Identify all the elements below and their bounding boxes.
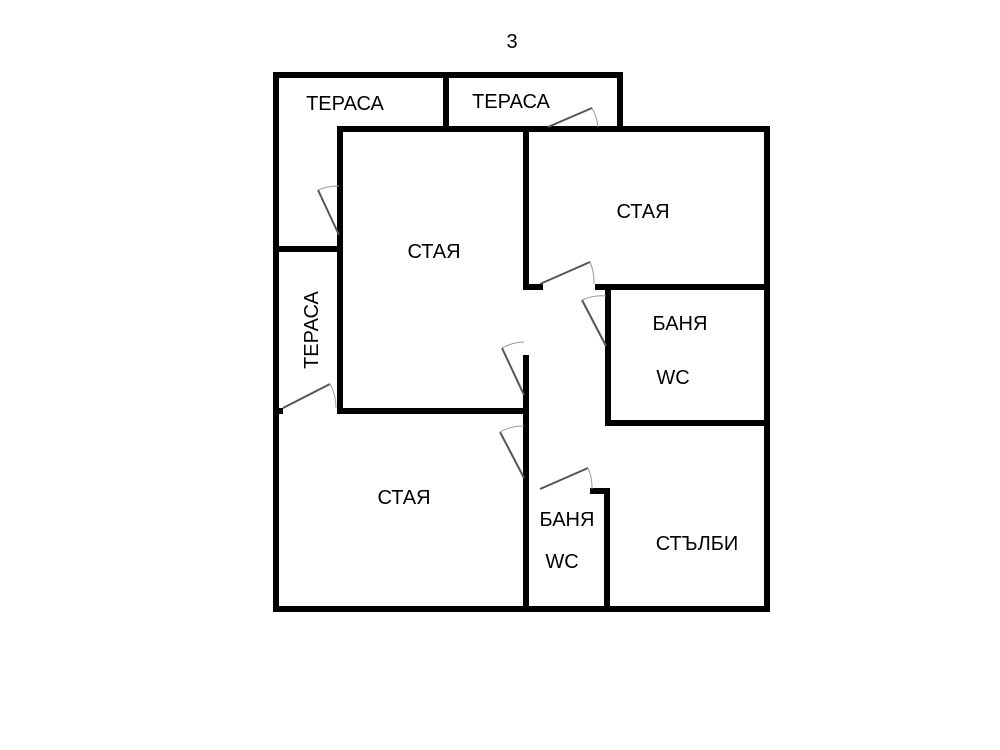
wall-terrace-divider-top xyxy=(443,72,449,128)
wall-center-left xyxy=(337,126,343,414)
wall-terrace-left-bottom xyxy=(273,408,283,414)
walls xyxy=(273,72,770,612)
wall-room-right-bottom-left xyxy=(529,284,543,290)
wall-bath-bottom-top xyxy=(590,488,610,494)
wall-center-bottom xyxy=(337,408,527,414)
door-terrace-top-left xyxy=(317,185,340,236)
door-bath-right xyxy=(581,295,607,347)
wall-room-right-bottom xyxy=(595,284,768,290)
wall-bath-bottom-right xyxy=(604,488,610,610)
label-room-bottom-left: СТАЯ xyxy=(377,487,430,509)
door-bath-bottom xyxy=(539,467,593,490)
label-stairs: СТЪЛБИ xyxy=(656,533,738,555)
label-bathroom-bottom: БАНЯ xyxy=(540,509,595,531)
wall-center-divider xyxy=(523,130,529,290)
wall-terrace-left-inner xyxy=(273,254,279,412)
label-terrace-top-middle: ТЕРАСА xyxy=(472,91,550,113)
label-wc-bottom: WC xyxy=(545,551,578,573)
door-terrace-left xyxy=(282,383,337,409)
label-terrace-left: ТЕРАСА xyxy=(301,290,323,368)
label-room-top-right: СТАЯ xyxy=(616,201,669,223)
door-room-top-right xyxy=(539,261,595,285)
wall-terrace-top-right xyxy=(617,72,623,128)
floor-number: 3 xyxy=(506,31,517,53)
label-wc-right: WC xyxy=(656,367,689,389)
label-bathroom-right: БАНЯ xyxy=(653,313,708,335)
label-terrace-top-left: ТЕРАСА xyxy=(306,93,384,115)
doors xyxy=(282,107,607,490)
wall-terrace-left-top xyxy=(273,246,343,252)
door-terrace-top xyxy=(547,107,599,128)
wall-bath-right-bottom xyxy=(605,420,768,426)
door-center-room xyxy=(501,341,525,396)
wall-center-top xyxy=(337,126,767,132)
room-labels: ТЕРАСА ТЕРАСА ТЕРАСА СТАЯ СТАЯ СТАЯ БАНЯ… xyxy=(301,91,738,573)
wall-bottom xyxy=(273,606,770,612)
wall-bath-right-left xyxy=(605,288,611,426)
label-room-center-left: СТАЯ xyxy=(407,241,460,263)
wall-right-outer xyxy=(764,126,770,612)
wall-center-divider-lower xyxy=(523,355,529,612)
door-bottom-left-room xyxy=(499,425,525,479)
